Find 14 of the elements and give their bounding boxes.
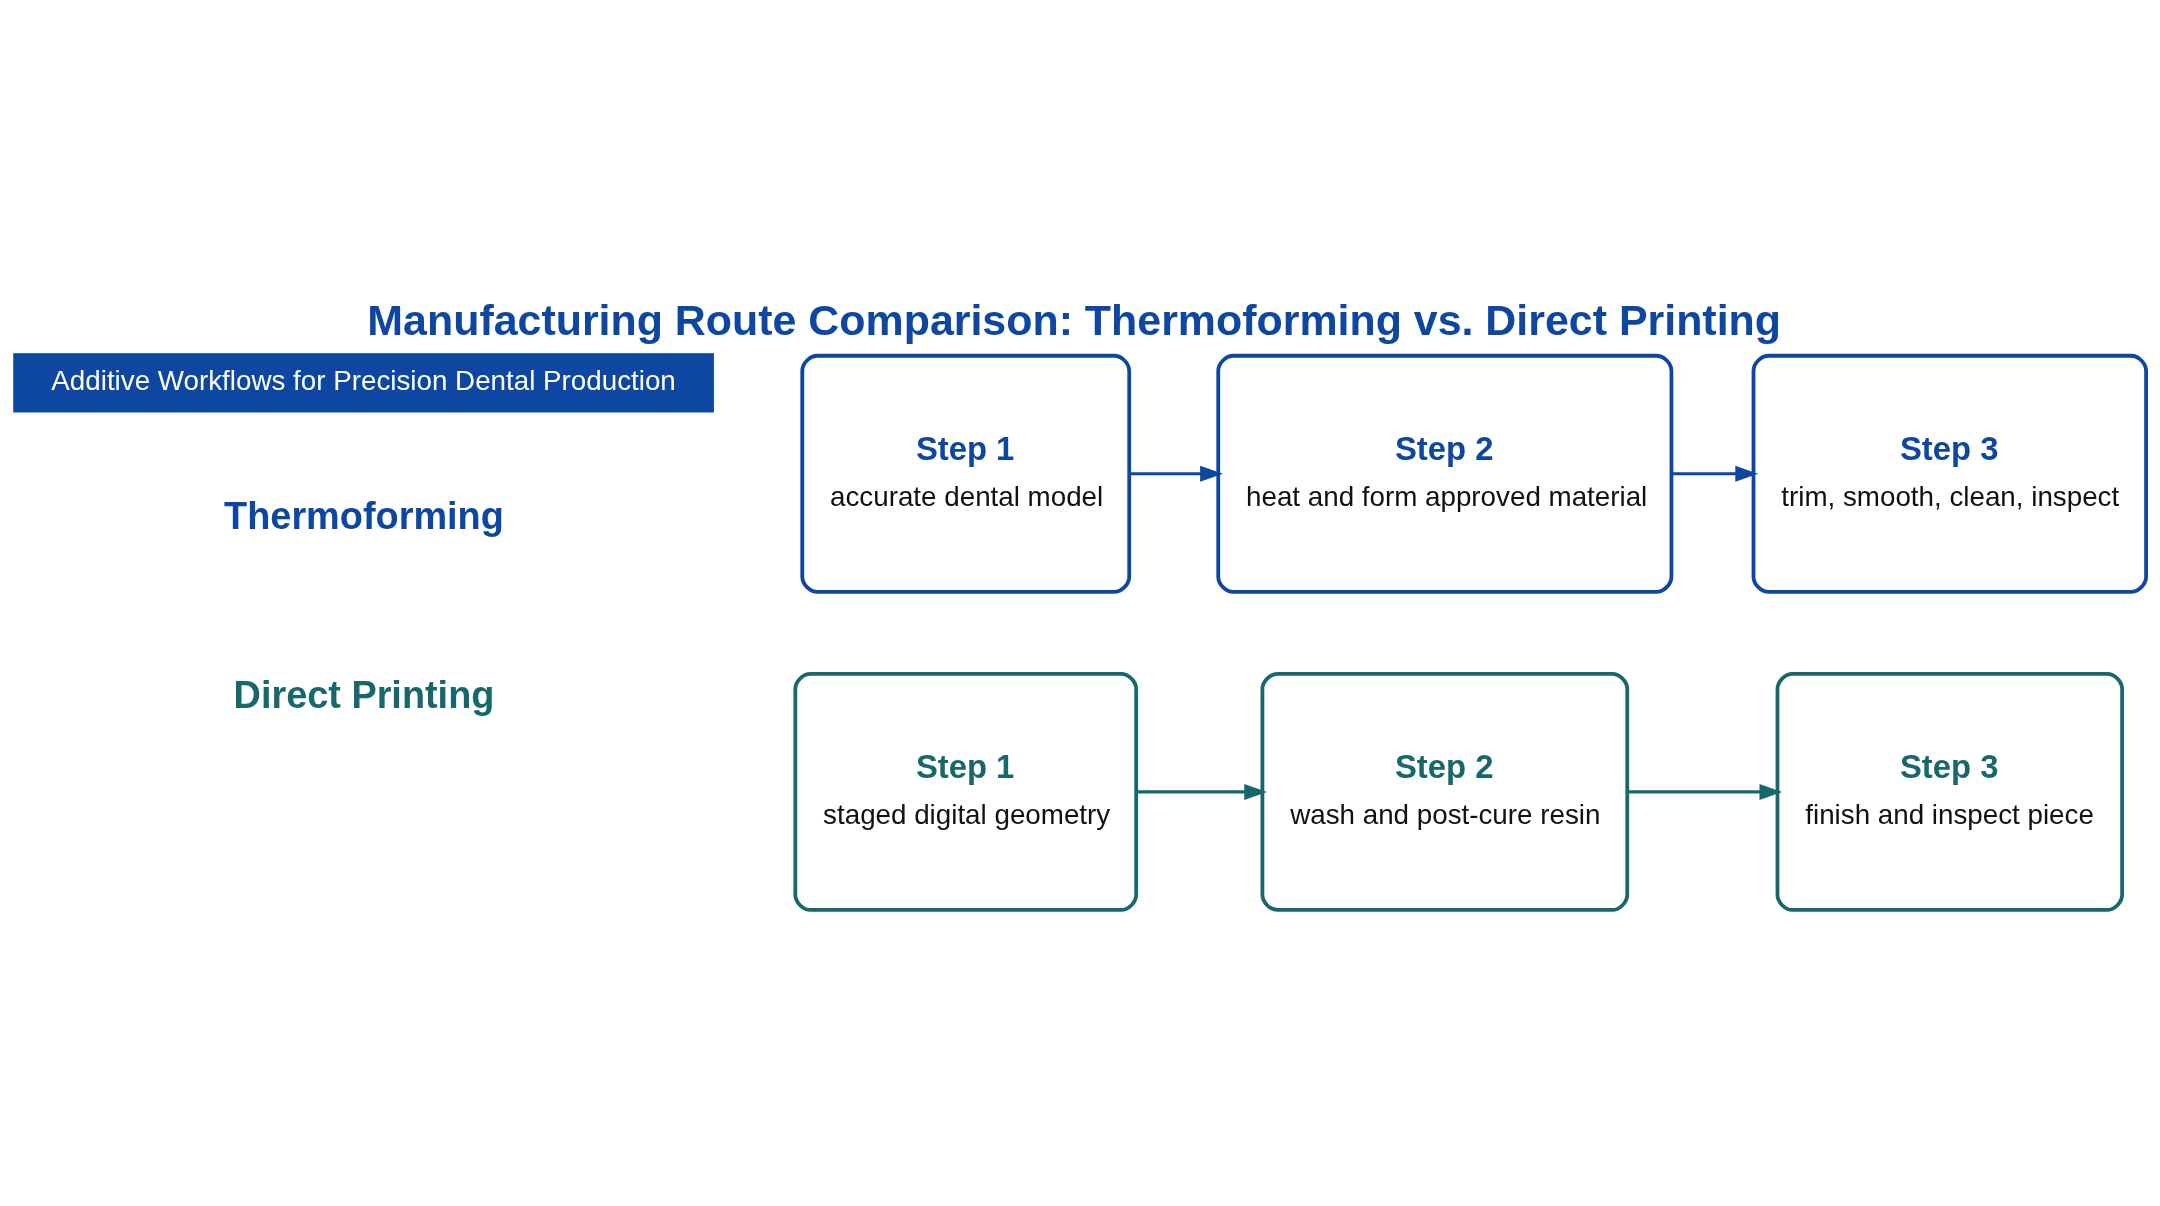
node-box: Step 2 heat and form approved material: [1216, 353, 1674, 594]
arrow: [1671, 465, 1759, 482]
node-box: Step 3 finish and inspect piece: [1775, 671, 2124, 912]
label: Thermoforming: [224, 494, 504, 537]
label: Additive Workflows for Precision Dental Production: [51, 364, 676, 396]
label: Direct Printing: [233, 673, 495, 716]
node-box: Step 3 trim, smooth, clean, inspect: [1751, 353, 2148, 594]
node-box: Step 2 wash and post-cure resin: [1260, 671, 1630, 912]
arrow: [1136, 783, 1268, 800]
node-box: Step 1 accurate dental model: [800, 353, 1132, 594]
arrow: [1129, 465, 1223, 482]
node-box: Step 1 staged digital geometry: [793, 671, 1139, 912]
arrow: [1627, 783, 1783, 800]
diagram-title: Manufacturing Route Comparison: Thermoforming vs. Direct Printing: [367, 295, 1781, 344]
